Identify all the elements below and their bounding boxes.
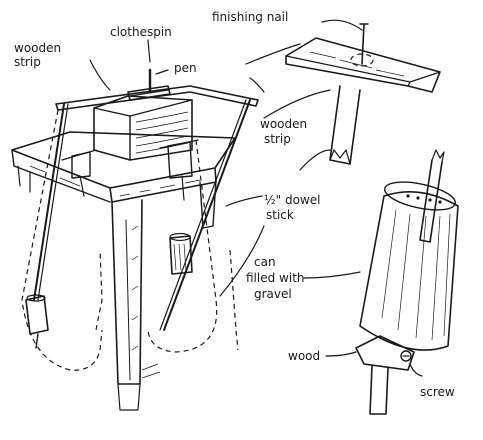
pendulum-right (159, 99, 251, 331)
detail-strip-nail (285, 23, 441, 93)
label-wooden-strip-right-2: strip (264, 132, 291, 146)
pendulum-left (25, 103, 69, 349)
wooden-block (93, 95, 193, 161)
label-can-2: filled with (246, 271, 305, 285)
label-screw: screw (420, 385, 455, 399)
label-can-3: gravel (254, 287, 292, 301)
detail-can (359, 181, 459, 351)
label-dowel-1: ½" dowel (264, 193, 320, 207)
label-wooden-strip-right-1: wooden (260, 117, 307, 131)
leader-lines (89, 19, 423, 377)
swing-arc-right (147, 139, 239, 353)
label-finishing-nail: finishing nail (212, 10, 288, 24)
label-clothespin: clothespin (110, 25, 172, 39)
label-wood: wood (288, 349, 320, 363)
detail-screw (400, 350, 412, 362)
clamp-right (159, 139, 199, 201)
table (11, 131, 236, 411)
detail-dowel-can (419, 149, 445, 243)
clamp-left (61, 149, 97, 197)
swing-arc-left (21, 109, 103, 371)
label-can-1: can (254, 255, 276, 269)
label-pen: pen (174, 61, 197, 75)
detail-wood-block (355, 335, 415, 371)
label-dowel-2: stick (266, 208, 294, 222)
detail-dowel-top (329, 85, 361, 165)
clothespin (127, 85, 171, 101)
label-wooden-strip-top-2: strip (14, 55, 41, 69)
detail-dowel-bottom (369, 365, 389, 415)
label-wooden-strip-top-1: wooden (14, 41, 61, 55)
